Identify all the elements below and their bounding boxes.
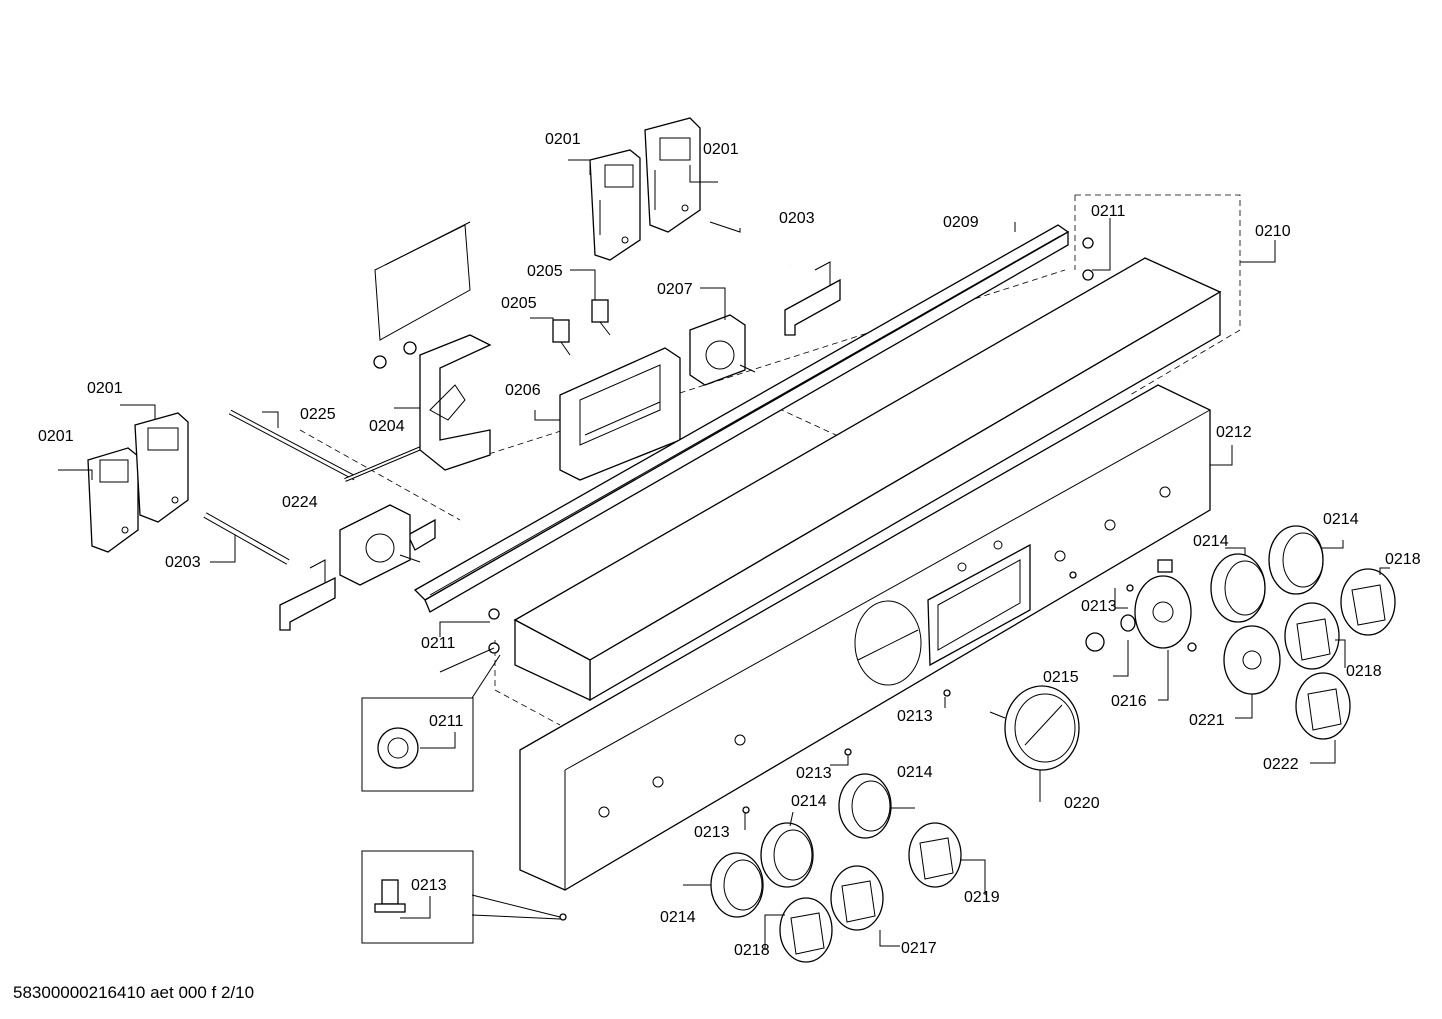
screw-0213-c (844, 748, 852, 756)
detail-box-nut-0211 (361, 647, 501, 792)
label-0211-b: 0211 (421, 635, 456, 652)
toggle-switch-0205-a (591, 299, 611, 336)
label-0201-d: 0201 (38, 428, 74, 445)
screw-0213-a (1069, 571, 1134, 592)
knob-0222 (1295, 672, 1351, 740)
shaft-rod-0203-top (708, 216, 792, 267)
knob-0218-right-a (1340, 568, 1396, 636)
thermostat-0224 (339, 504, 421, 586)
label-0203-a: 0203 (779, 210, 815, 227)
gauge-0220 (989, 685, 1080, 771)
cover-plate (374, 221, 471, 341)
label-0209: 0209 (943, 214, 979, 231)
label-0204: 0204 (369, 418, 405, 435)
label-0206: 0206 (505, 382, 541, 399)
label-0214-e: 0214 (660, 909, 696, 926)
label-0213-c: 0213 (796, 765, 832, 782)
knob-0218-right-b (1284, 602, 1340, 670)
label-0201-c: 0201 (87, 380, 123, 397)
clip-bracket-left (279, 559, 336, 631)
leader-lines (58, 159, 1390, 950)
label-0212: 0212 (1216, 424, 1252, 441)
mounting-plate-0216 (1134, 559, 1197, 652)
label-0217: 0217 (901, 940, 937, 957)
trim-rail-0209 (413, 224, 1070, 613)
label-0218-b: 0218 (1346, 663, 1382, 680)
label-0211-detail: 0211 (429, 713, 464, 730)
label-0210: 0210 (1255, 223, 1291, 240)
knob-ring-0214-right-b (1268, 525, 1324, 595)
knob-ring-0214-lower-c (710, 852, 764, 918)
label-0211-a: 0211 (1091, 203, 1126, 220)
clip-bracket-top (784, 261, 841, 336)
callout-labels: 0201 0201 0201 0201 0203 0203 0204 0205 … (38, 131, 1421, 959)
screw-0213-b (943, 689, 951, 697)
label-0213-detail: 0213 (411, 877, 447, 894)
label-0203-b: 0203 (165, 554, 201, 571)
label-0213-d: 0213 (694, 824, 730, 841)
label-0215: 0215 (1043, 669, 1079, 686)
toggle-switch-0205-b (552, 319, 571, 356)
knob-0219 (908, 822, 962, 888)
label-0216: 0216 (1111, 693, 1147, 710)
label-0213-a: 0213 (1081, 598, 1117, 615)
label-0222: 0222 (1263, 756, 1299, 773)
label-0221: 0221 (1189, 712, 1225, 729)
knob-0221 (1223, 625, 1281, 695)
label-0219: 0219 (964, 889, 1000, 906)
label-0220: 0220 (1064, 795, 1100, 812)
label-0214-a: 0214 (1193, 533, 1229, 550)
screw-0213-e (559, 913, 567, 921)
knob-ring-0214-right-a (1210, 553, 1266, 623)
top-cover-0210 (513, 257, 1222, 702)
label-0214-d: 0214 (791, 793, 827, 810)
label-0201-b: 0201 (703, 141, 739, 158)
label-0205-b: 0205 (501, 295, 537, 312)
label-0201-a: 0201 (545, 131, 581, 148)
label-0205-a: 0205 (527, 263, 563, 280)
shaft-rod-0203-left (203, 512, 290, 565)
label-0218-c: 0218 (734, 942, 770, 959)
timer-module-0207 (689, 314, 756, 386)
screw-0213-d (742, 806, 750, 814)
knob-ring-0214-lower-b (760, 822, 814, 888)
bushing-0215 (1085, 614, 1136, 652)
front-panel-0212 (519, 384, 1211, 891)
clip-bracket-mid (407, 518, 436, 551)
mounting-bracket-0204 (419, 334, 492, 471)
label-0224: 0224 (282, 494, 318, 511)
control-module-0201-top-right (644, 117, 701, 233)
label-0214-b: 0214 (1323, 511, 1359, 528)
nut-0211-left (488, 608, 500, 654)
document-id: 58300000216410 aet 000 f 2/10 (13, 983, 254, 1002)
label-0218-a: 0218 (1385, 551, 1421, 568)
nut-pair (373, 341, 417, 369)
knob-ring-0214-lower-a (838, 773, 892, 839)
control-module-0201-left-back (134, 412, 189, 523)
control-module-0201-left-front (87, 447, 139, 553)
knob-0218-lower (779, 897, 833, 963)
detail-box-screw-0213 (361, 850, 561, 944)
label-0225: 0225 (300, 406, 336, 423)
label-0213-b: 0213 (897, 708, 933, 725)
nut-0211-top (1082, 237, 1094, 281)
control-module-0201-top-left (589, 149, 641, 261)
label-0214-c: 0214 (897, 764, 933, 781)
knob-0217 (830, 865, 884, 931)
label-0207: 0207 (657, 281, 693, 298)
